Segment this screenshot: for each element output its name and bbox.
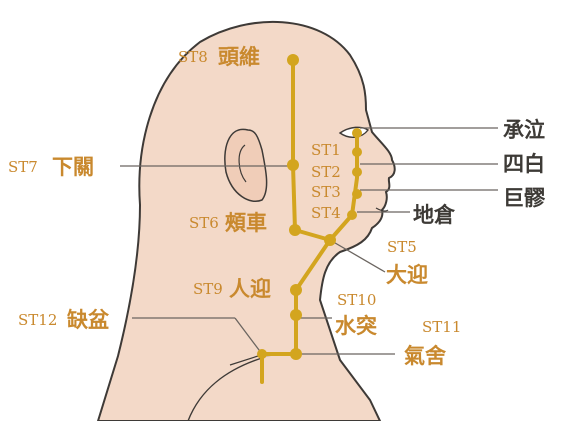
point-st5 <box>324 234 336 246</box>
st2-name: 四白 <box>503 152 545 176</box>
ear <box>224 128 268 202</box>
st3-name: 巨髎 <box>503 186 545 210</box>
st5-name: 大迎 <box>386 263 428 287</box>
st1-name: 承泣 <box>503 118 545 142</box>
point-st10 <box>290 309 302 321</box>
leader-lines <box>120 127 498 355</box>
st7-name: 下關 <box>52 155 94 179</box>
acupoint-markers <box>257 54 362 360</box>
point-st8 <box>287 54 299 66</box>
st6-name: 頰車 <box>225 211 267 235</box>
st1-code: ST1 <box>311 141 341 159</box>
st4-code: ST4 <box>311 204 341 222</box>
head-silhouette <box>96 20 396 421</box>
labels: ST8 頭維 ST7 下關 ST6 頰車 ST1 ST2 ST3 ST4 承泣 … <box>8 45 545 368</box>
st8-code: ST8 <box>178 48 208 66</box>
st5-code: ST5 <box>387 238 417 256</box>
st7-code: ST7 <box>8 158 38 176</box>
st11-name: 氣舍 <box>404 344 447 368</box>
point-st9 <box>290 284 302 296</box>
mouth <box>375 207 389 212</box>
st8-name: 頭維 <box>218 45 260 69</box>
st9-name: 人迎 <box>229 277 271 301</box>
st10-name: 水突 <box>335 314 377 338</box>
point-st12 <box>257 349 267 359</box>
st6-code: ST6 <box>189 214 219 232</box>
point-st7 <box>287 159 299 171</box>
st12-code: ST12 <box>18 311 57 329</box>
point-st11 <box>290 348 302 360</box>
point-st6 <box>289 224 301 236</box>
st2-code: ST2 <box>311 163 341 181</box>
st3-code: ST3 <box>311 183 341 201</box>
st10-code: ST10 <box>337 291 376 309</box>
st4-name: 地倉 <box>413 203 456 227</box>
st11-code: ST11 <box>422 318 461 336</box>
st9-code: ST9 <box>193 280 223 298</box>
shoulder-line <box>187 357 263 421</box>
point-st3 <box>352 167 362 177</box>
point-st4b <box>347 210 357 220</box>
point-st2 <box>352 147 362 157</box>
st12-name: 缺盆 <box>67 308 110 332</box>
point-st4 <box>352 189 362 199</box>
point-st1 <box>352 128 362 138</box>
